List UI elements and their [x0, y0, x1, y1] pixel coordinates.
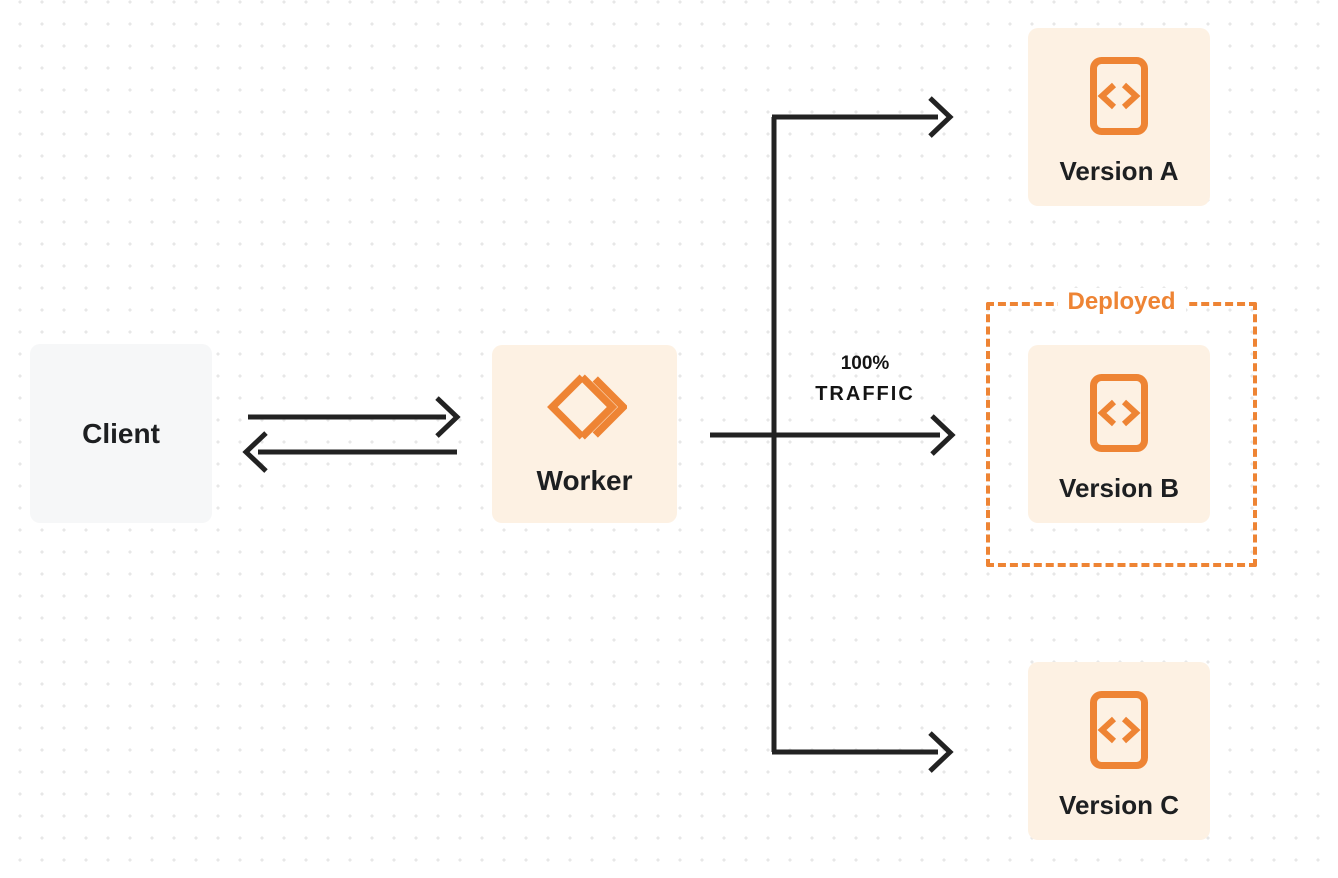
arrow-to-version-c: [772, 731, 954, 773]
arrow-to-version-b: [710, 414, 956, 456]
traffic-word-text: TRAFFIC: [815, 383, 915, 405]
version-b-node: Version B: [1028, 345, 1210, 523]
traffic-label: 100% TRAFFIC: [795, 348, 935, 410]
worker-to-client-arrow: [242, 431, 457, 473]
worker-node-label: Worker: [536, 465, 633, 496]
code-file-icon: [1090, 374, 1148, 452]
code-file-icon: [1090, 691, 1148, 769]
version-a-node-label: Version A: [1059, 156, 1179, 186]
deployed-group-label: Deployed: [1057, 288, 1186, 316]
cloudflare-workers-logo-icon: [546, 374, 627, 440]
arrow-to-version-a: [772, 96, 954, 138]
client-node: Client: [30, 344, 212, 523]
version-b-node-label: Version B: [1059, 473, 1179, 503]
worker-node: Worker: [492, 345, 677, 523]
traffic-percent-text: 100%: [840, 353, 890, 374]
version-a-node: Version A: [1028, 28, 1210, 206]
version-c-node: Version C: [1028, 662, 1210, 840]
deployed-group-outline: Deployed: [986, 288, 1257, 567]
code-file-icon: [1090, 57, 1148, 135]
version-c-node-label: Version C: [1059, 790, 1179, 820]
client-to-worker-arrow: [248, 396, 461, 438]
client-node-label: Client: [82, 417, 160, 449]
